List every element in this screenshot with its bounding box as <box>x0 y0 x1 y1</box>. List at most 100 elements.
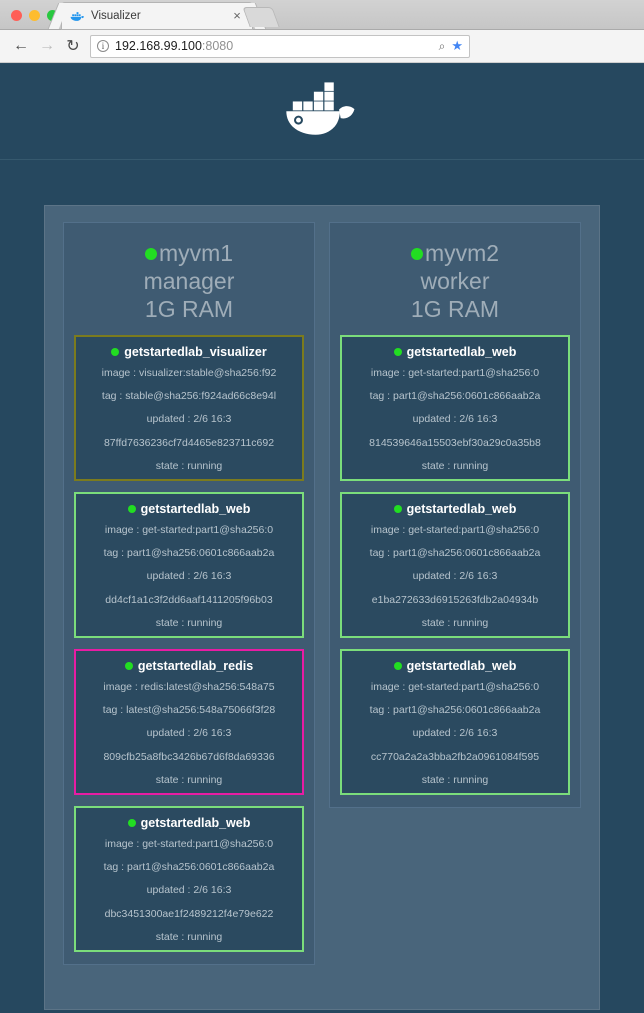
container-tag: tag : part1@sha256:0601c866aab2a <box>369 547 541 560</box>
close-icon[interactable]: × <box>233 8 241 23</box>
container-tag: tag : stable@sha256:f924ad66c8e94l <box>101 390 277 403</box>
container-id: 809cfb25a8fbc3426b67d6f8da69336 <box>103 750 275 763</box>
browser-tab-visualizer[interactable]: Visualizer × <box>62 3 252 29</box>
zoom-icon[interactable]: ⌕ <box>438 38 446 53</box>
page-header <box>0 64 644 160</box>
container-status-led-icon <box>127 819 136 828</box>
container-list: getstartedlab_visualizer image : visuali… <box>74 335 304 953</box>
node-name-row: myvm1 <box>74 239 304 267</box>
container-state: state : running <box>421 459 489 472</box>
container-name: getstartedlab_visualizer <box>124 345 267 360</box>
container-state: state : running <box>155 773 223 786</box>
container-id: dbc3451300ae1f2489212f4e79e622 <box>104 907 274 920</box>
url-port: :8080 <box>201 39 234 53</box>
container-updated: updated : 2/6 16:3 <box>412 413 498 426</box>
container-title-row: getstartedlab_web <box>346 659 564 673</box>
container-id: dd4cf1a1c3f2dd6aaf1411205f96b03 <box>105 593 273 606</box>
node-name: myvm2 <box>424 240 500 266</box>
node-status-led-icon <box>144 248 157 261</box>
node-role: manager <box>143 268 235 295</box>
node-memory: 1G RAM <box>410 296 500 323</box>
node-name-row: myvm2 <box>340 239 570 267</box>
node-name: myvm1 <box>158 240 234 266</box>
docker-whale-icon <box>70 11 84 21</box>
container-tag: tag : part1@sha256:0601c866aab2a <box>103 547 275 560</box>
node-status-led-icon <box>410 248 423 261</box>
container-title-row: getstartedlab_web <box>346 345 564 359</box>
container-status-led-icon <box>127 505 136 514</box>
node-role: worker <box>420 268 490 295</box>
container-title-row: getstartedlab_web <box>80 502 298 516</box>
container-updated: updated : 2/6 16:3 <box>146 884 232 897</box>
container-status-led-icon <box>393 505 402 514</box>
container-updated: updated : 2/6 16:3 <box>412 727 498 740</box>
container-updated: updated : 2/6 16:3 <box>412 570 498 583</box>
container-state: state : running <box>155 930 223 943</box>
container-card[interactable]: getstartedlab_web image : get-started:pa… <box>340 492 570 639</box>
container-image: image : get-started:part1@sha256:0 <box>370 681 540 694</box>
container-name: getstartedlab_web <box>406 659 517 674</box>
container-image: image : redis:latest@sha256:548a75 <box>103 681 275 694</box>
container-status-led-icon <box>111 348 120 357</box>
maximize-window-button[interactable] <box>47 10 58 21</box>
bookmark-star-icon[interactable]: ★ <box>451 38 463 53</box>
container-status-led-icon <box>124 662 133 671</box>
container-title-row: getstartedlab_web <box>346 502 564 516</box>
container-state: state : running <box>421 773 489 786</box>
container-state: state : running <box>155 616 223 629</box>
container-state: state : running <box>155 459 223 472</box>
node-header: myvm2 worker 1G RAM <box>340 239 570 323</box>
container-title-row: getstartedlab_redis <box>80 659 298 673</box>
minimize-window-button[interactable] <box>29 10 40 21</box>
container-updated: updated : 2/6 16:3 <box>146 413 232 426</box>
close-window-button[interactable] <box>11 10 22 21</box>
browser-toolbar: ← → ↻ i 192.168.99.100:8080 ⌕ ★ <box>0 30 644 63</box>
reload-button[interactable]: ↻ <box>66 38 80 55</box>
container-title-row: getstartedlab_visualizer <box>80 345 298 359</box>
container-list: getstartedlab_web image : get-started:pa… <box>340 335 570 796</box>
window-controls <box>11 10 58 21</box>
tab-title: Visualizer <box>91 10 141 22</box>
container-tag: tag : part1@sha256:0601c866aab2a <box>369 390 541 403</box>
container-status-led-icon <box>393 348 402 357</box>
node-header: myvm1 manager 1G RAM <box>74 239 304 323</box>
visualizer-page: myvm1 manager 1G RAM getstartedlab_visua… <box>0 64 644 1013</box>
site-info-icon[interactable]: i <box>97 40 109 52</box>
container-name: getstartedlab_web <box>406 345 517 360</box>
address-bar[interactable]: i 192.168.99.100:8080 ⌕ ★ <box>90 34 470 58</box>
container-card[interactable]: getstartedlab_redis image : redis:latest… <box>74 649 304 796</box>
container-card[interactable]: getstartedlab_visualizer image : visuali… <box>74 335 304 482</box>
container-name: getstartedlab_web <box>406 502 517 517</box>
container-tag: tag : part1@sha256:0601c866aab2a <box>103 861 275 874</box>
forward-button[interactable]: → <box>39 37 55 54</box>
back-button[interactable]: ← <box>13 37 29 54</box>
container-status-led-icon <box>393 662 402 671</box>
node-myvm1: myvm1 manager 1G RAM getstartedlab_visua… <box>63 222 315 966</box>
container-id: e1ba272633d6915263fdb2a04934b <box>371 593 539 606</box>
container-image: image : get-started:part1@sha256:0 <box>104 838 274 851</box>
container-id: 814539646a15503ebf30a29c0a35b8 <box>369 436 541 449</box>
container-card[interactable]: getstartedlab_web image : get-started:pa… <box>340 649 570 796</box>
docker-whale-logo <box>286 81 355 135</box>
container-state: state : running <box>421 616 489 629</box>
node-myvm2: myvm2 worker 1G RAM getstartedlab_web im… <box>329 222 581 809</box>
tab-strip: Visualizer × <box>0 0 644 30</box>
url-text: 192.168.99.100:8080 <box>115 39 435 53</box>
container-card[interactable]: getstartedlab_web image : get-started:pa… <box>74 806 304 953</box>
container-name: getstartedlab_web <box>140 816 251 831</box>
container-name: getstartedlab_web <box>140 502 251 517</box>
container-name: getstartedlab_redis <box>137 659 254 674</box>
container-title-row: getstartedlab_web <box>80 816 298 830</box>
container-updated: updated : 2/6 16:3 <box>146 727 232 740</box>
container-updated: updated : 2/6 16:3 <box>146 570 232 583</box>
container-card[interactable]: getstartedlab_web image : get-started:pa… <box>340 335 570 482</box>
container-tag: tag : latest@sha256:548a75066f3f28 <box>102 704 276 717</box>
url-host: 192.168.99.100 <box>115 39 202 53</box>
container-image: image : visualizer:stable@sha256:f92 <box>101 367 277 380</box>
container-image: image : get-started:part1@sha256:0 <box>104 524 274 537</box>
new-tab-button[interactable] <box>242 7 280 27</box>
container-image: image : get-started:part1@sha256:0 <box>370 524 540 537</box>
container-id: 87ffd7636236cf7d4465e823711c692 <box>103 436 275 449</box>
container-card[interactable]: getstartedlab_web image : get-started:pa… <box>74 492 304 639</box>
